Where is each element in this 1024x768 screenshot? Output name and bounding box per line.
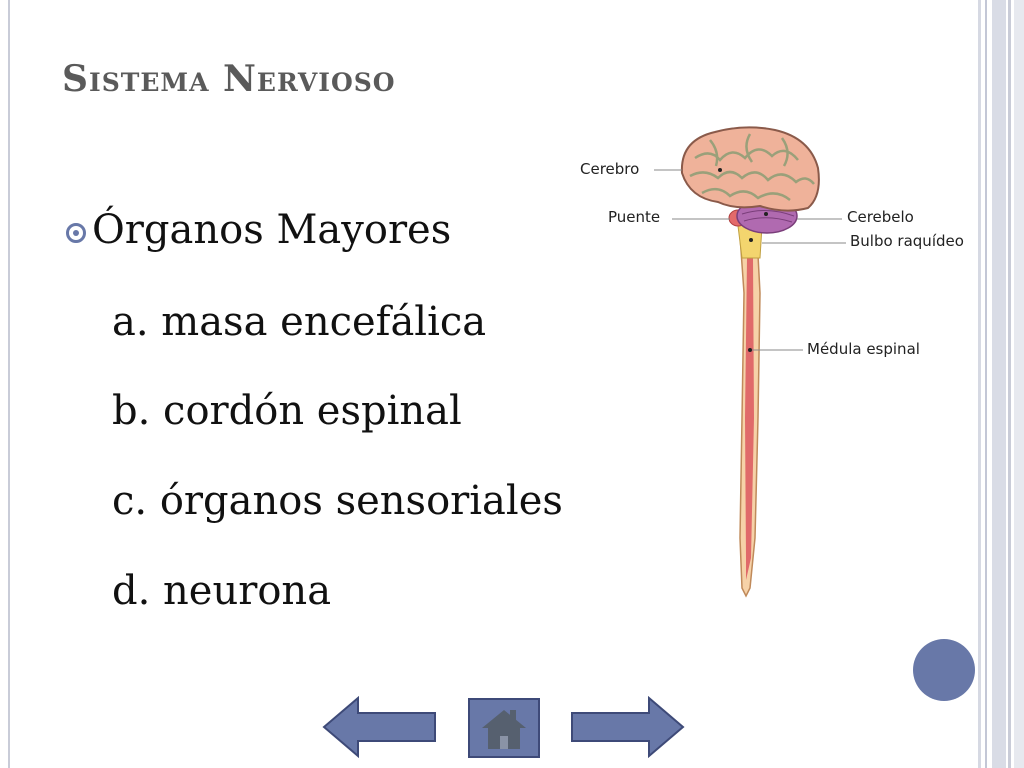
label-puente: Puente xyxy=(608,208,660,226)
previous-slide-button[interactable] xyxy=(322,696,437,758)
arrow-right-icon xyxy=(571,696,685,758)
label-bulbo: Bulbo raquídeo xyxy=(850,232,964,250)
corner-decoration-circle xyxy=(913,639,975,701)
bullet-icon xyxy=(66,223,86,243)
list-item: b. cordón espinal xyxy=(112,388,462,434)
nervous-system-diagram: Cerebro Puente Cerebelo Bulbo raquídeo M… xyxy=(580,126,964,598)
list-item: d. neurona xyxy=(112,568,332,614)
home-icon xyxy=(482,710,526,749)
spinal-cord-core xyxy=(745,258,754,580)
cerebrum-shape xyxy=(680,126,820,212)
list-item: c. órganos sensoriales xyxy=(112,478,563,524)
home-button[interactable] xyxy=(468,698,540,758)
right-frame-stripe xyxy=(1008,0,1011,768)
right-frame-stripe xyxy=(992,0,1006,768)
label-cerebelo: Cerebelo xyxy=(847,208,914,226)
label-cerebro: Cerebro xyxy=(580,160,639,178)
list-item: a. masa encefálica xyxy=(112,299,487,345)
right-frame-stripe xyxy=(978,0,981,768)
next-slide-button[interactable] xyxy=(570,696,685,758)
right-frame-stripe xyxy=(985,0,987,768)
right-frame-stripe xyxy=(1014,0,1024,768)
section-heading: Órganos Mayores xyxy=(92,207,452,253)
slide-title: Sistema Nervioso xyxy=(62,58,396,100)
label-medula: Médula espinal xyxy=(807,340,920,358)
arrow-left-icon xyxy=(322,696,436,758)
left-border-line xyxy=(8,0,10,768)
